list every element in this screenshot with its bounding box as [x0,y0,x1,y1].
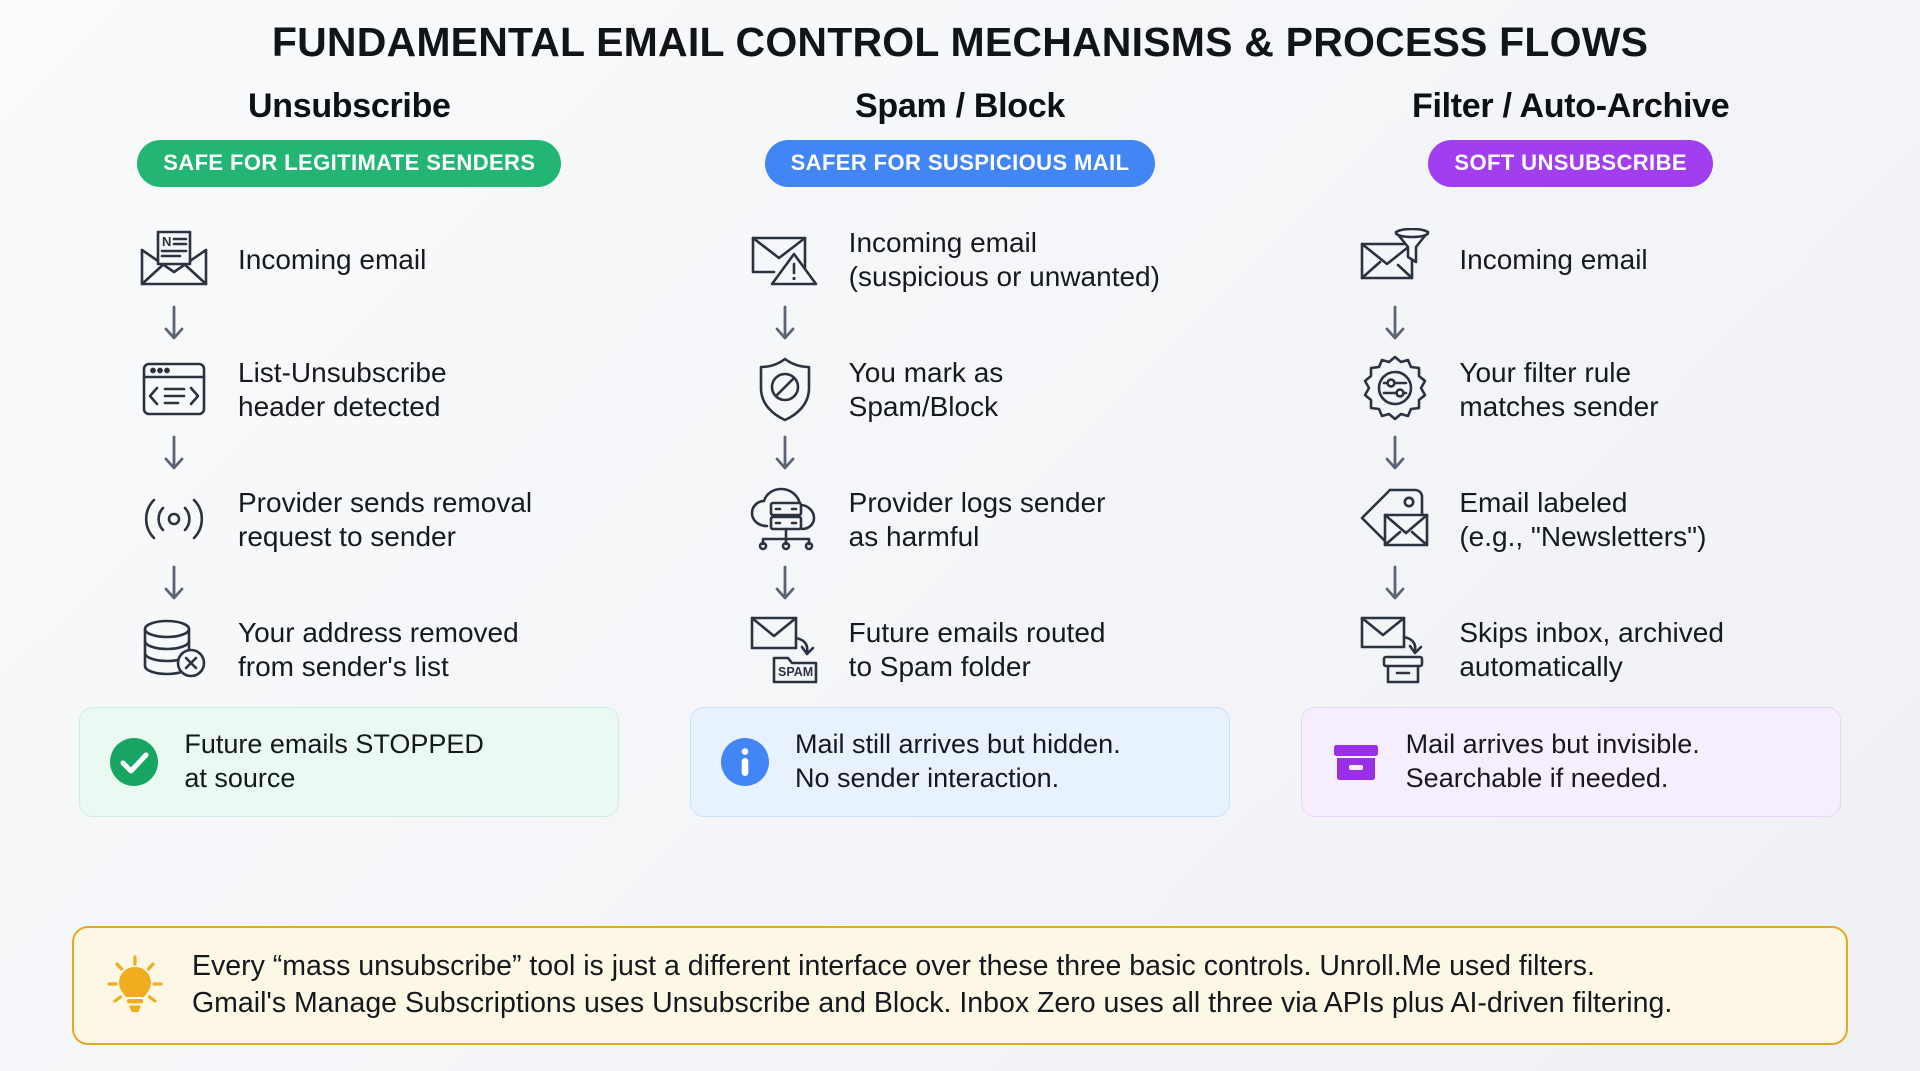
envelope-newsletter-icon: N [132,217,216,301]
columns-container: Unsubscribe SAFE FOR LEGITIMATE SENDERS … [0,87,1920,817]
arrow-down-icon [132,431,216,477]
outcome-label: Future emails STOPPED at source [184,729,484,793]
info-circle-icon [717,734,773,790]
envelope-to-spam-folder-icon: SPAM [743,607,827,691]
step-label: Incoming email (suspicious or unwanted) [848,226,1160,293]
broadcast-signal-icon [132,477,216,561]
step-provider-sends-removal: Provider sends removal request to sender [132,477,532,561]
svg-text:N: N [162,234,171,249]
column-unsubscribe: Unsubscribe SAFE FOR LEGITIMATE SENDERS … [44,87,655,817]
step-label: Your filter rule matches sender [1459,356,1659,423]
arrow-down-icon [1353,431,1437,477]
arrow-down-icon [132,301,216,347]
step-label: Your address removed from sender's list [238,616,519,683]
step-incoming-email-filter: Incoming email [1353,217,1648,301]
step-label: Skips inbox, archived automatically [1459,616,1724,683]
steps-list-unsubscribe: N Incoming email [44,217,655,691]
column-heading: Unsubscribe [248,87,451,126]
outcome-label: Mail arrives but invisible. Searchable i… [1405,729,1700,793]
arrow-down-icon [132,561,216,607]
step-email-labeled: Email labeled (e.g., "Newsletters") [1353,477,1706,561]
column-heading: Filter / Auto-Archive [1411,87,1730,126]
database-remove-icon [132,607,216,691]
step-label: Provider logs sender as harmful [848,486,1106,553]
envelope-funnel-icon [1353,217,1437,301]
footer-label: Every “mass unsubscribe” tool is just a … [192,949,1673,1020]
outcome-box-filter: Mail arrives but invisible. Searchable i… [1300,707,1841,817]
steps-list-spam-block: Incoming email (suspicious or unwanted) … [655,217,1266,691]
column-heading: Spam / Block [855,87,1065,126]
page-title: FUNDAMENTAL EMAIL CONTROL MECHANISMS & P… [271,19,1649,65]
step-list-unsubscribe-header: List-Unsubscribe header detected [132,347,447,431]
shield-block-icon [743,347,827,431]
footer-callout: Every “mass unsubscribe” tool is just a … [72,925,1848,1045]
step-label: Email labeled (e.g., "Newsletters") [1459,486,1707,553]
badge-safe-for-legitimate-senders: SAFE FOR LEGITIMATE SENDERS [137,140,562,188]
envelope-to-archive-icon [1353,607,1437,691]
step-skips-inbox-archived: Skips inbox, archived automatically [1353,607,1724,691]
steps-list-filter: Incoming email You [1265,217,1876,691]
tag-envelope-icon [1353,477,1437,561]
step-label: Provider sends removal request to sender [238,486,533,553]
step-address-removed: Your address removed from sender's list [132,607,519,691]
step-label: Incoming email [1459,244,1648,276]
badge-soft-unsubscribe: SOFT UNSUBSCRIBE [1428,140,1713,188]
step-label: List-Unsubscribe header detected [238,356,447,423]
step-label: Future emails routed to Spam folder [848,616,1106,683]
arrow-down-icon [743,561,827,607]
outcome-label: Mail still arrives but hidden. No sender… [795,729,1121,793]
step-provider-logs-sender: Provider logs sender as harmful [743,477,1106,561]
step-mark-as-spam: You mark as Spam/Block [743,347,1004,431]
browser-code-header-icon [132,347,216,431]
archive-box-icon [1328,734,1384,790]
step-incoming-email: N Incoming email [132,217,426,301]
step-incoming-suspicious-email: Incoming email (suspicious or unwanted) [743,217,1160,301]
badge-safer-for-suspicious-mail: SAFER FOR SUSPICIOUS MAIL [764,140,1156,188]
column-spam-block: Spam / Block SAFER FOR SUSPICIOUS MAIL [655,87,1266,817]
column-filter-auto-archive: Filter / Auto-Archive SOFT UNSUBSCRIBE I… [1265,87,1876,817]
cloud-server-icon [743,477,827,561]
arrow-down-icon [1353,561,1437,607]
step-routed-to-spam-folder: SPAM Future emails routed to Spam folder [743,607,1106,691]
svg-text:SPAM: SPAM [778,665,813,679]
outcome-box-unsubscribe: Future emails STOPPED at source [79,707,620,817]
arrow-down-icon [743,431,827,477]
arrow-down-icon [743,301,827,347]
step-label: You mark as Spam/Block [848,356,1004,423]
envelope-warning-icon [743,217,827,301]
arrow-down-icon [1353,301,1437,347]
check-circle-icon [106,734,162,790]
gear-sliders-icon [1353,347,1437,431]
outcome-box-spam-block: Mail still arrives but hidden. No sender… [690,707,1230,817]
step-label: Incoming email [238,244,427,276]
step-filter-rule-matches: Your filter rule matches sender [1353,347,1659,431]
lightbulb-icon [104,954,166,1016]
